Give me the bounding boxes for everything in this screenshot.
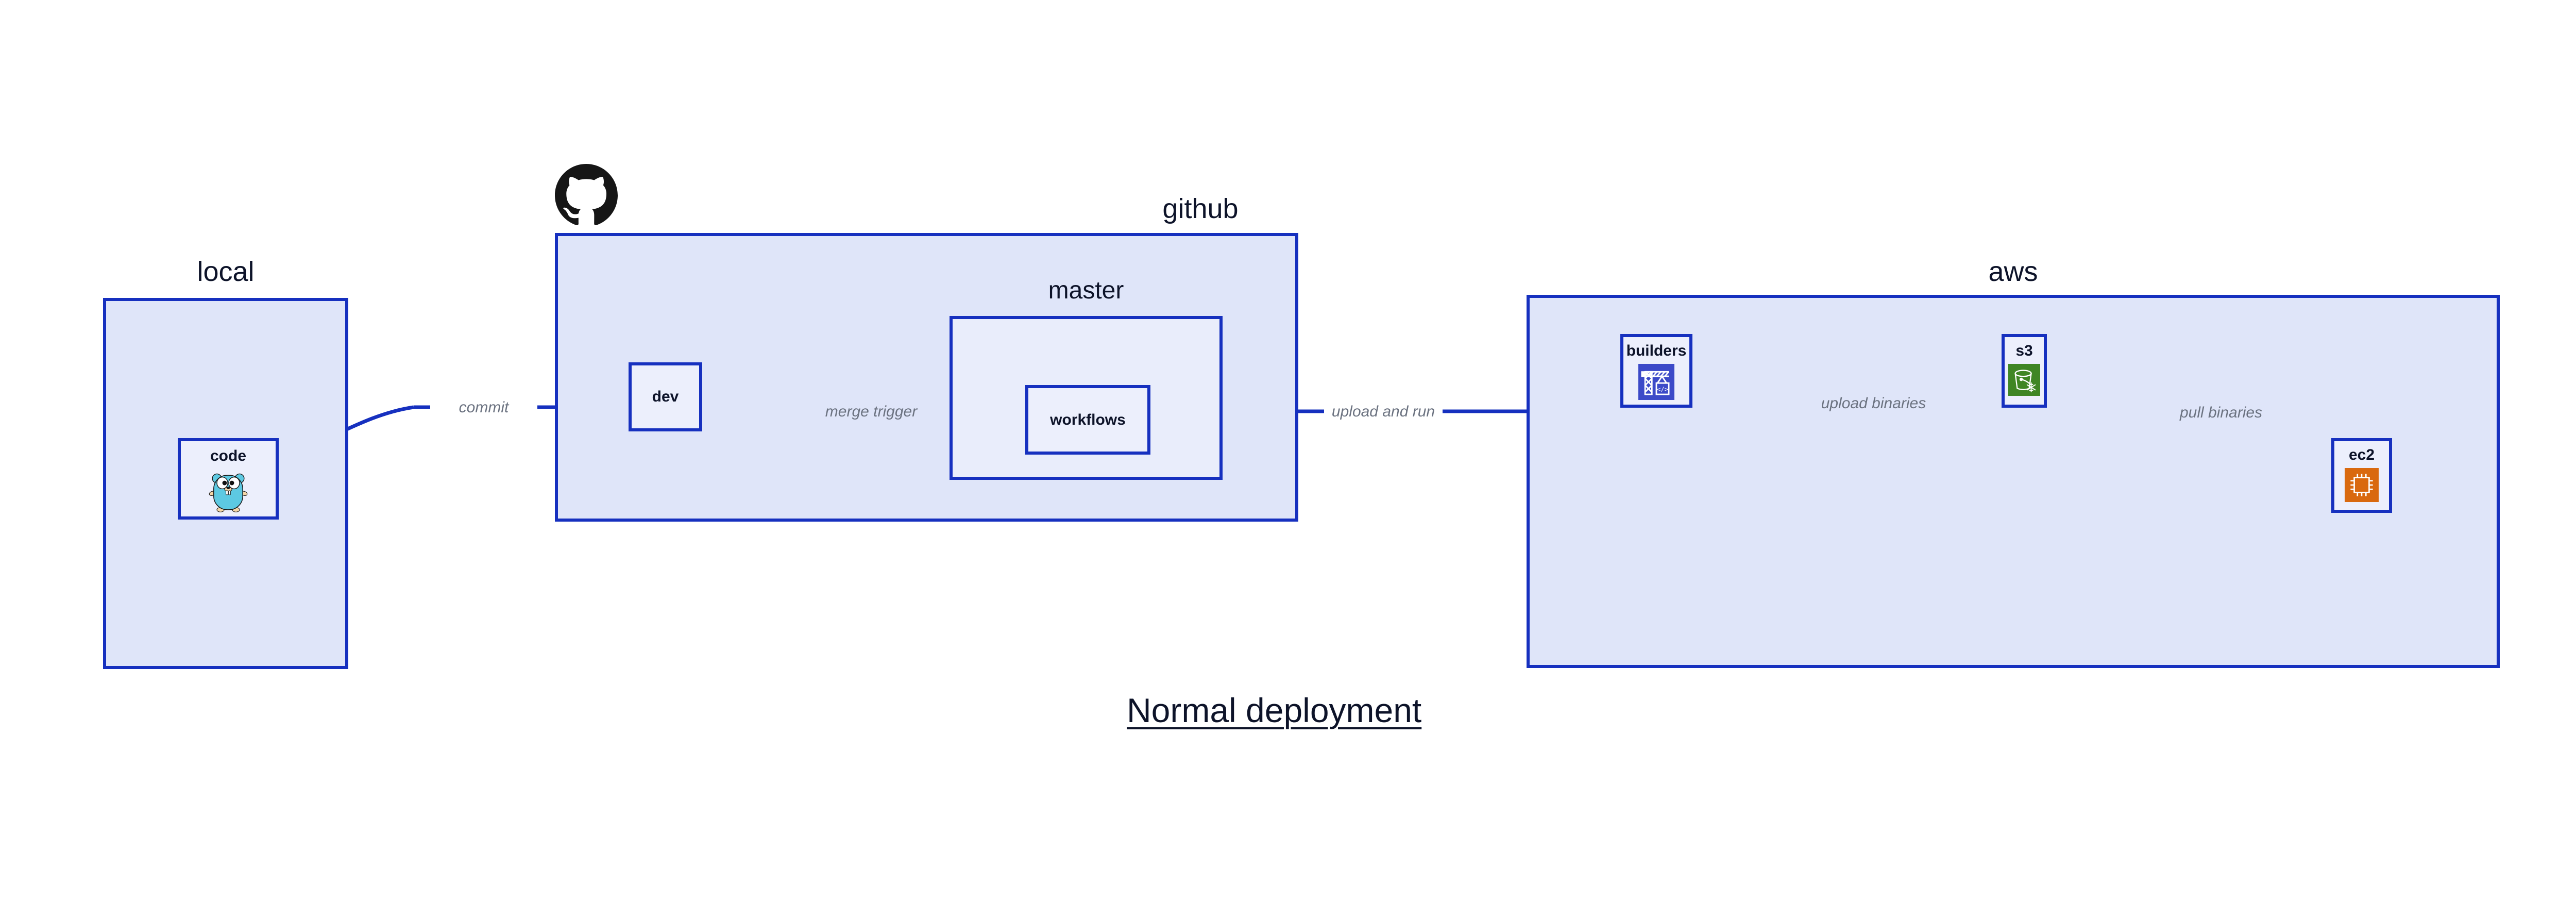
aws-ec2-icon (2345, 468, 2379, 502)
node-code-label: code (210, 447, 247, 464)
node-workflows[interactable]: workflows (1025, 385, 1150, 455)
aws-s3-glacier-icon (2008, 364, 2040, 396)
edge-label-commit: commit (459, 399, 509, 416)
node-workflows-label: workflows (1050, 411, 1126, 428)
node-builders-label: builders (1626, 342, 1687, 359)
group-label-aws: aws (1988, 256, 2038, 287)
aws-codebuild-icon: </> (1638, 364, 1674, 400)
node-ec2-label: ec2 (2348, 446, 2375, 463)
page-title: Normal deployment (1127, 691, 1422, 729)
edge-label-merge-trigger: merge trigger (825, 403, 918, 420)
svg-text:</>: </> (1657, 386, 1668, 393)
edge-label-upload-binaries: upload binaries (1821, 395, 1926, 412)
edge-label-upload-and-run: upload and run (1331, 403, 1435, 420)
node-dev[interactable]: dev (629, 362, 702, 431)
group-label-local: local (197, 256, 255, 287)
node-s3[interactable]: s3 (2002, 334, 2047, 408)
sub-label-master: master (1048, 277, 1124, 304)
node-ec2[interactable]: ec2 (2331, 438, 2392, 513)
edge-label-pull-binaries: pull binaries (2179, 404, 2263, 421)
go-gopher-icon (206, 468, 251, 513)
group-label-github: github (1162, 193, 1239, 224)
node-code[interactable]: code (178, 438, 279, 520)
node-s3-label: s3 (2015, 342, 2033, 359)
github-octocat-icon (555, 164, 618, 229)
node-builders[interactable]: builders (1620, 334, 1692, 408)
node-dev-label: dev (652, 388, 679, 405)
